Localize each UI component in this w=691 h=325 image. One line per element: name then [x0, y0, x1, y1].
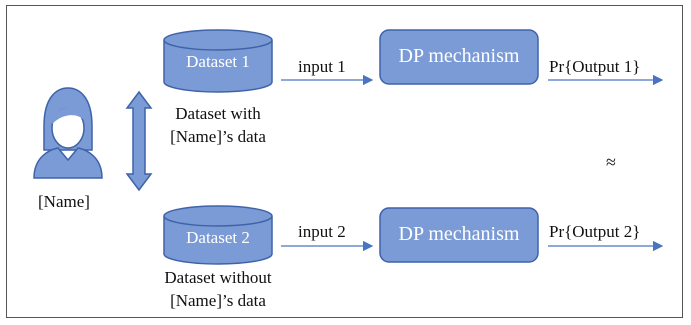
mechanism-1-label: DP mechanism — [398, 45, 520, 67]
output-2-label: Pr{Output 2} — [549, 222, 641, 241]
dataset-2-caption: Dataset without [Name]’s data — [146, 268, 290, 312]
dataset-1-caption: Dataset with [Name]’s data — [150, 104, 286, 148]
dataset-2-caption-line1: Dataset without — [164, 268, 272, 287]
mechanism-1-box — [379, 29, 539, 85]
dataset-2-cylinder — [163, 205, 273, 265]
double-arrow-icon — [125, 90, 153, 192]
dataset-1-cylinder — [163, 29, 273, 93]
dataset-1-caption-line2: [Name]’s data — [170, 127, 266, 147]
output-1-label: Pr{Output 1} — [549, 57, 641, 76]
mechanism-2-label: DP mechanism — [398, 223, 520, 245]
dataset-2-caption-line2: [Name]’s data — [170, 291, 266, 311]
person-label: [Name] — [38, 192, 90, 211]
dataset-1-caption-line1: Dataset with — [175, 104, 261, 123]
person-icon — [33, 87, 103, 179]
input-1-label: input 1 — [298, 57, 346, 76]
input-2-label: input 2 — [298, 222, 346, 241]
approx-symbol: ≈ — [606, 152, 616, 172]
dataset-2-label: Dataset 2 — [186, 228, 250, 247]
mechanism-2-box — [379, 207, 539, 263]
diagram-frame — [6, 5, 683, 318]
dataset-1-label: Dataset 1 — [186, 52, 250, 71]
